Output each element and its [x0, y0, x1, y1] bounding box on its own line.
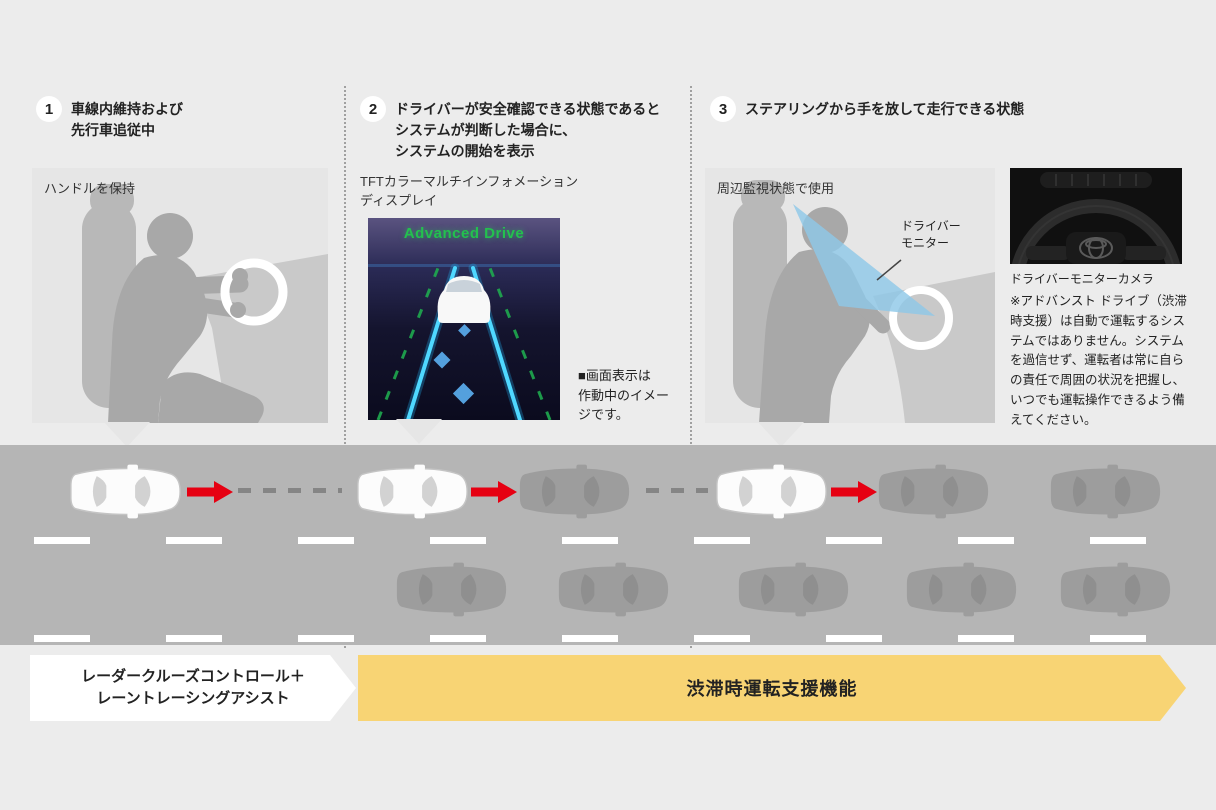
step-3-number: 3 [710, 96, 736, 122]
traffic-car-3 [1048, 464, 1163, 519]
motion-arrow-3 [831, 481, 877, 503]
step-2-number: 2 [360, 96, 386, 122]
traffic-car-7 [904, 562, 1019, 617]
traffic-car-5 [556, 562, 671, 617]
steering-wheel-photo-graphic [1010, 168, 1182, 264]
driver-holding-wheel-illustration [82, 184, 328, 423]
driver-monitor-label: ドライバー モニター [901, 219, 961, 250]
step-1-label: 車線内維持および 先行車追従中 [71, 101, 183, 138]
motion-arrow-1 [187, 481, 233, 503]
screen-title: Advanced Drive [403, 225, 525, 242]
driver-monitor-camera-photo [1010, 168, 1182, 264]
dotted-divider-1 [344, 86, 346, 648]
traffic-car-1 [517, 464, 632, 519]
step-3-label: ステアリングから手を放して走行できる状態 [745, 101, 1025, 117]
distance-dashes-1 [238, 488, 342, 493]
panel-3-caption: 周辺監視状態で使用 [717, 181, 835, 196]
screen-note: ■画面表示は 作動中のイメー ジです。 [578, 368, 670, 422]
camera-caption: ドライバーモニターカメラ [1010, 272, 1154, 286]
step-1: 1 車線内維持および 先行車追従中 [36, 96, 316, 141]
panel-1-caption: ハンドルを保持 [44, 181, 136, 196]
panel-1-pointer [104, 422, 150, 447]
panel-monitoring: 周辺監視状態で使用 ドライバー モニター [705, 168, 995, 423]
ego-car-3 [714, 464, 829, 519]
step-2: 2 ドライバーが安全確認できる状態であると システムが判断した場合に、 システム… [360, 96, 680, 162]
lane-marking-center [34, 537, 1216, 544]
ego-car-2 [355, 464, 470, 519]
traffic-car-8 [1058, 562, 1173, 617]
lane-marking-bottom [34, 635, 1216, 642]
banner-radar-cruise: レーダークルーズコントロール＋ レーントレーシングアシスト [30, 655, 356, 721]
step-1-number: 1 [36, 96, 62, 122]
ego-car-1 [68, 464, 183, 519]
panel-3-pointer [758, 422, 804, 447]
driver-monitoring-illustration [733, 180, 995, 423]
distance-dashes-2 [646, 488, 708, 493]
disclaimer-text: ※アドバンスト ドライブ（渋滞時支援）は自動で運転するシステムではありません。シ… [1010, 294, 1187, 427]
traffic-car-2 [876, 464, 991, 519]
traffic-car-4 [394, 562, 509, 617]
tft-display-screen: Advanced Drive [368, 218, 560, 420]
step-3: 3 ステアリングから手を放して走行できる状態 [710, 96, 1180, 122]
display-screen-graphic [368, 218, 560, 420]
panel-2-pointer [396, 419, 442, 444]
step-2-label: ドライバーが安全確認できる状態であると システムが判断した場合に、 システムの開… [395, 101, 661, 159]
motion-arrow-2 [471, 481, 517, 503]
banner-traffic-jam-assist: 渋滞時運転支援機能 [358, 655, 1186, 721]
panel-driver-holding: ハンドルを保持 [32, 168, 328, 423]
panel-2-caption: TFTカラーマルチインフォメーション ディスプレイ [360, 174, 579, 208]
dotted-divider-2 [690, 86, 692, 648]
traffic-car-6 [736, 562, 851, 617]
